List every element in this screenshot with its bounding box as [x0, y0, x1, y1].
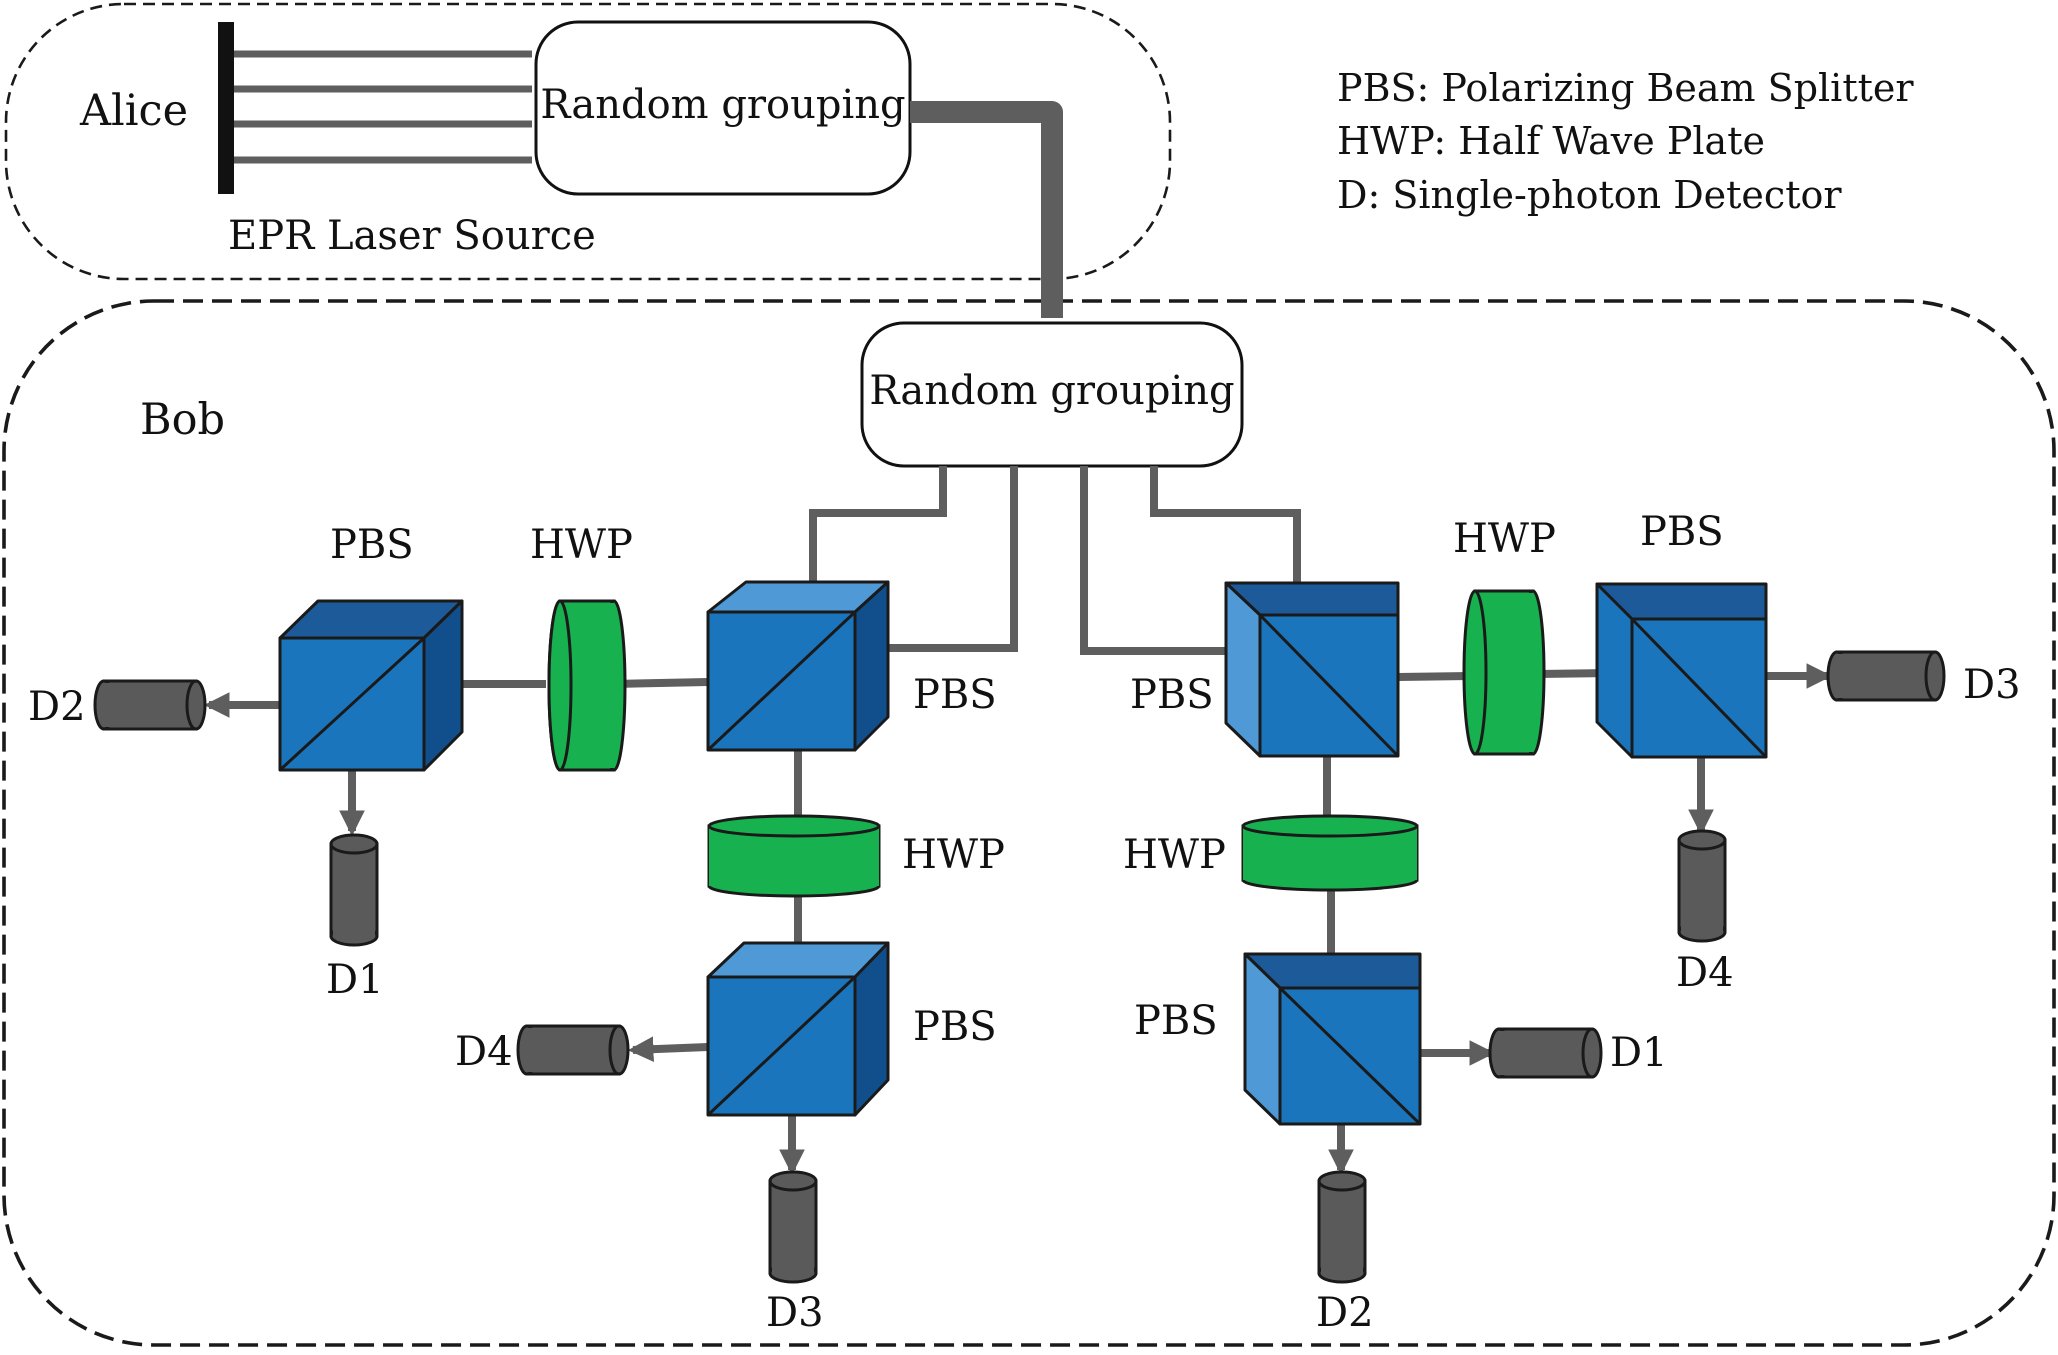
detector-cylinder-icon — [768, 1170, 818, 1284]
pbs-label: PBS — [1640, 509, 1724, 555]
detector-label: D2 — [1316, 1290, 1374, 1336]
detector-cylinder-icon — [1488, 1027, 1603, 1079]
detector-label: D4 — [455, 1029, 513, 1075]
beam-splitter-cube-icon — [1224, 581, 1400, 758]
detector-cylinder-icon — [329, 833, 379, 947]
quantum-channel — [910, 101, 1063, 318]
beam-splitter-cube-icon — [1595, 582, 1768, 759]
epr-source-label: EPR Laser Source — [228, 213, 596, 259]
pbs-label: PBS — [1130, 672, 1214, 718]
detector-label: D3 — [766, 1290, 824, 1336]
detector-label: D4 — [1676, 950, 1734, 996]
detector-cylinder-icon — [1826, 650, 1946, 702]
bob-region — [2, 299, 2056, 1347]
detector-label: D3 — [1963, 662, 2021, 708]
detector-label: D1 — [1610, 1030, 1668, 1076]
half-wave-plate-icon — [707, 814, 881, 898]
detector-cylinder-icon — [1677, 829, 1727, 943]
hwp-label: HWP — [902, 832, 1005, 878]
half-wave-plate-icon — [1241, 814, 1419, 892]
bob-random-grouping-label: Random grouping — [869, 368, 1234, 414]
beam-splitter-cube-icon — [1243, 952, 1422, 1126]
legend-pbs: PBS: Polarizing Beam Splitter — [1337, 66, 1914, 110]
bob-label: Bob — [140, 395, 225, 445]
detector-cylinder-icon — [1317, 1170, 1367, 1284]
arrow-icon — [627, 1036, 709, 1062]
alice-region — [4, 2, 1172, 281]
legend-detector: D: Single-photon Detector — [1337, 173, 1842, 217]
detector-cylinder-icon — [516, 1024, 630, 1076]
hwp-label: HWP — [1453, 516, 1556, 562]
legend-hwp: HWP: Half Wave Plate — [1337, 119, 1765, 163]
bob-fibres — [809, 466, 1301, 655]
detector-label: D1 — [326, 957, 384, 1003]
half-wave-plate-icon — [1462, 589, 1546, 756]
alice-label: Alice — [79, 86, 188, 136]
hwp-label: HWP — [530, 522, 633, 568]
epr-laser-source — [218, 22, 532, 194]
half-wave-plate-icon — [547, 599, 627, 772]
detector-label: D2 — [28, 684, 86, 730]
beam-splitter-cube-icon — [278, 599, 464, 772]
pbs-label: PBS — [1134, 998, 1218, 1044]
detector-cylinder-icon — [93, 679, 207, 731]
hwp-label: HWP — [1123, 832, 1226, 878]
beam-splitter-cube-icon — [706, 580, 890, 752]
pbs-label: PBS — [913, 1004, 997, 1050]
pbs-label: PBS — [330, 522, 414, 568]
alice-random-grouping-label: Random grouping — [540, 82, 905, 128]
pbs-label: PBS — [913, 672, 997, 718]
detector-arrows — [203, 663, 1833, 1176]
bob-random-grouping-box — [860, 321, 1244, 468]
beam-splitter-cube-icon — [706, 941, 890, 1117]
